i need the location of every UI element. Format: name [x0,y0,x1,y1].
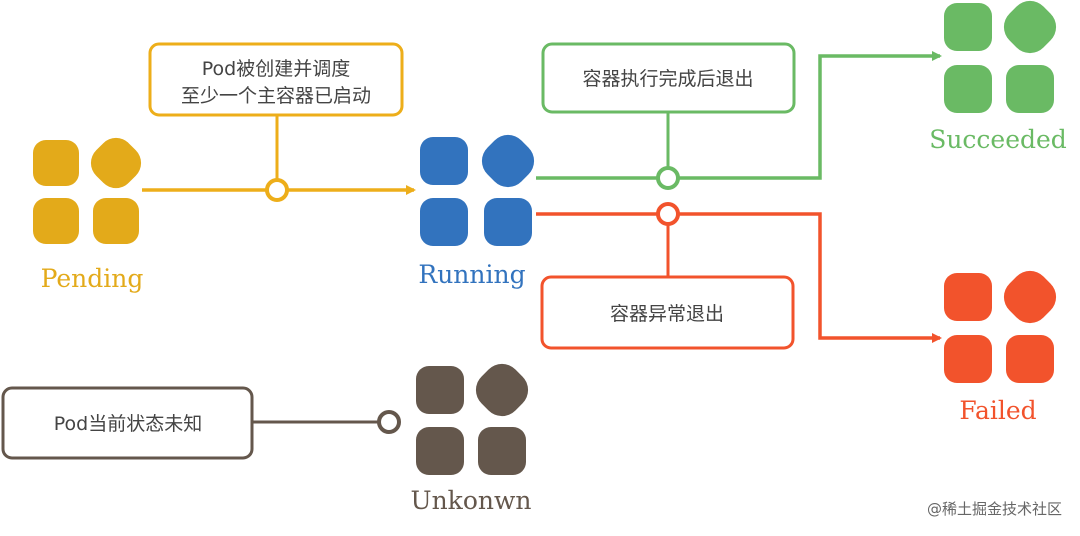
abnormal-junction [656,202,680,226]
running-pod-icon [420,134,535,246]
unknown-note-text: Pod当前状态未知 [54,413,202,435]
completed-junction [656,166,680,190]
running-label: Running [418,260,525,289]
abnormal-note-text: 容器异常退出 [610,303,724,325]
completed-note-text: 容器执行完成后退出 [582,68,753,90]
failed-label: Failed [959,396,1036,425]
abnormal-note-box [540,275,795,350]
completed-note-box [541,42,796,114]
unknown-note-box [1,386,254,460]
succeeded-pod-icon [944,0,1057,113]
pending-pod-icon [33,137,142,244]
scheduled-junction [265,178,289,202]
unknown-pod-icon [416,363,529,475]
pending-label: Pending [41,264,144,293]
scheduled-note-line1: Pod被创建并调度 [202,58,350,80]
unknown-junction [377,410,401,434]
scheduled-note-box [148,42,404,117]
watermark: @稀土掘金技术社区 [927,500,1062,518]
failed-pod-icon [944,270,1057,383]
scheduled-note-line2: 至少一个主容器已启动 [181,85,371,107]
unknown-status-note: Pod当前状态未知 [1,386,401,460]
unknown-label: Unkonwn [411,486,532,515]
succeeded-label: Succeeded [929,125,1067,154]
transition-running-to-failed: 容器异常退出 [536,202,942,350]
transition-pending-to-running: Pod被创建并调度 至少一个主容器已启动 [142,42,416,202]
transition-running-to-succeeded: 容器执行完成后退出 [536,42,942,190]
